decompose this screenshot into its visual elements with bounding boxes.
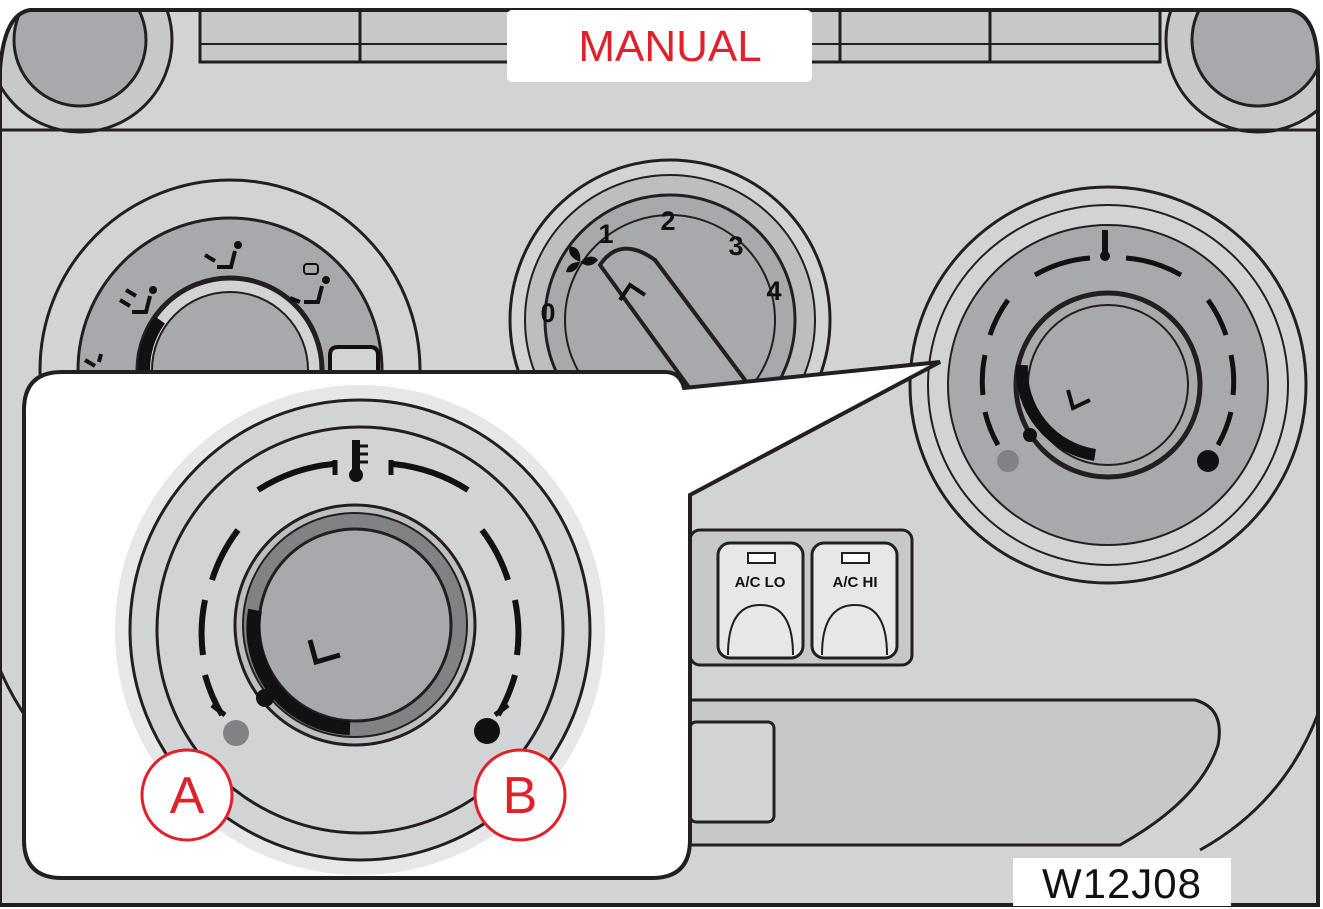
callout-a: A — [140, 748, 234, 842]
temperature-dial[interactable] — [908, 185, 1308, 585]
feet-defrost-icon — [289, 263, 330, 304]
ac-lo-indicator-light — [747, 552, 776, 564]
thermometer-icon — [349, 440, 368, 482]
cold-indicator-dot — [223, 720, 249, 746]
callout-b: B — [473, 748, 567, 842]
fan-speed-1: 1 — [598, 219, 613, 249]
mode-label: MANUAL — [578, 22, 761, 71]
figure-code: W12J08 — [1042, 860, 1202, 907]
fan-speed-3: 3 — [728, 231, 743, 261]
left-corner-knob — [0, 10, 174, 134]
thermometer-icon — [1100, 230, 1110, 261]
cold-indicator-dot — [997, 450, 1019, 472]
lower-tray — [688, 698, 1221, 847]
hot-indicator-dot — [474, 718, 500, 744]
fan-icon — [566, 246, 598, 273]
ac-hi-indicator-light — [841, 552, 870, 564]
callout-b-label: B — [503, 767, 538, 825]
fan-speed-2: 2 — [660, 206, 675, 236]
ac-lo-button[interactable]: A/C LO — [716, 541, 805, 660]
face-vent-icon — [203, 241, 242, 269]
callout-a-label: A — [170, 767, 205, 825]
zoomed-temperature-dial — [115, 385, 605, 875]
ac-hi-label: A/C HI — [833, 574, 878, 591]
ac-lo-label: A/C LO — [735, 574, 786, 591]
fan-speed-0: 0 — [540, 298, 555, 328]
fan-speed-4: 4 — [766, 276, 781, 306]
ac-hi-button[interactable]: A/C HI — [810, 541, 899, 660]
hot-indicator-dot — [1197, 450, 1219, 472]
right-corner-knob — [1164, 10, 1318, 134]
figure-code-box: W12J08 — [1013, 858, 1231, 907]
face-feet-vent-icon — [118, 286, 157, 314]
defrost-icon — [328, 345, 380, 373]
mode-label-box: MANUAL — [507, 10, 812, 82]
feet-vent-icon — [83, 353, 103, 368]
